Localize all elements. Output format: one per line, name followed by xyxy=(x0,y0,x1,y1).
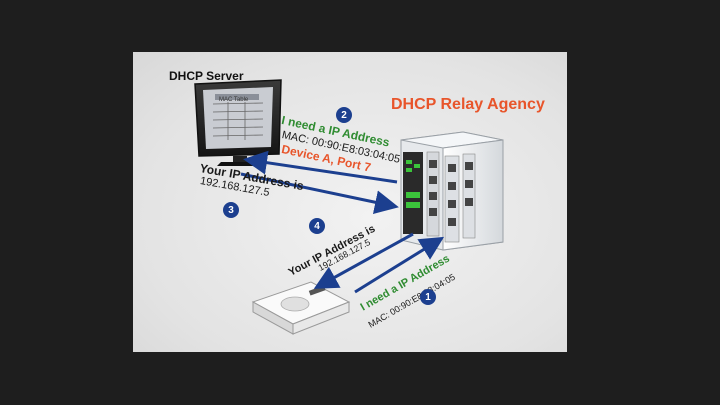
server-monitor-icon xyxy=(194,79,282,166)
server-title: DHCP Server xyxy=(169,69,244,83)
diagram-canvas: DHCP Server MAC Table DHCP Relay Agency … xyxy=(133,52,567,352)
relay-title: DHCP Relay Agency xyxy=(391,96,545,113)
arrow-reply-to-device xyxy=(313,232,414,289)
arrow-request-to-relay xyxy=(354,236,445,294)
arrow-reply-to-relay xyxy=(240,172,399,215)
device-a-icon xyxy=(251,281,351,335)
mac-table-label: MAC Table xyxy=(219,97,249,103)
step-4-badge: 4 xyxy=(309,218,325,234)
step-1-badge: 1 xyxy=(420,289,436,305)
step-3-badge: 3 xyxy=(223,202,239,218)
step-2-badge: 2 xyxy=(336,107,352,123)
diagram-graphics xyxy=(194,79,504,335)
arrow-request-to-server xyxy=(243,150,398,184)
relay-switch-icon xyxy=(400,131,504,251)
